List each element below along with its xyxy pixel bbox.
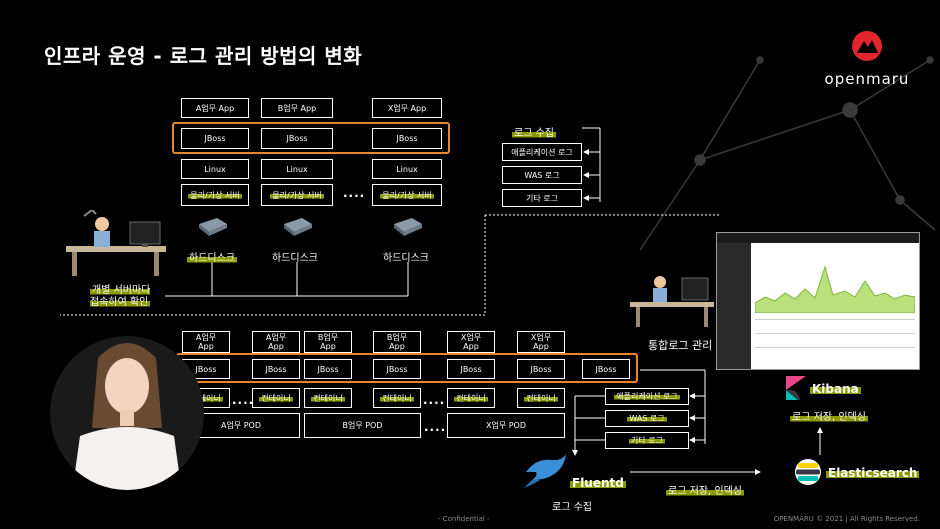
- top-jboss-b: JBoss: [261, 128, 333, 149]
- elasticsearch-label: Elasticsearch: [826, 466, 920, 480]
- kibana-icon: [786, 376, 806, 400]
- container-6-label: 컨테이너: [524, 393, 558, 403]
- pod-b: B업무 POD: [304, 413, 421, 438]
- bottom-jboss-6: JBoss: [517, 359, 565, 379]
- bottom-jboss-7: JBoss: [582, 359, 630, 379]
- container-5: 컨테이너: [447, 388, 495, 408]
- top-collect-label: 로그 수집: [512, 124, 556, 139]
- logo-text: openmaru: [824, 70, 910, 88]
- container-6: 컨테이너: [517, 388, 565, 408]
- top-linux-a: Linux: [181, 159, 249, 179]
- bottom-log-app: 애플리케이션 로그: [605, 388, 689, 405]
- store-caption: 로그 저장, 인덱싱: [666, 482, 744, 497]
- container-1-label: 컨테이너: [189, 393, 223, 403]
- top-log-app: 애플리케이션 로그: [502, 143, 582, 161]
- top-dots: ....: [343, 186, 366, 200]
- container-4: 컨테이너: [373, 388, 421, 408]
- top-app-x: X업무 App: [372, 98, 442, 118]
- container-dots-2: ....: [423, 393, 446, 407]
- bottom-log-was-text: WAS 로그: [627, 414, 667, 423]
- bottom-log-was: WAS 로그: [605, 410, 689, 427]
- dashboard-screenshot: [716, 232, 920, 370]
- container-4-label: 컨테이너: [380, 393, 414, 403]
- top-jboss-highlight: [172, 122, 450, 154]
- top-hw-b: 물리/가상 서버: [261, 184, 333, 206]
- presenter-photo: [50, 336, 204, 490]
- page-title: 인프라 운영 - 로그 관리 방법의 변화: [44, 44, 363, 68]
- disk-label-a: 하드디스크: [187, 249, 237, 264]
- container-2: 컨테이너: [252, 388, 300, 408]
- top-hw-x: 물리/가상 서버: [372, 184, 442, 206]
- top-log-was: WAS 로그: [502, 166, 582, 184]
- hard-disk-icon: [394, 218, 422, 236]
- copyright-label: OPENMARU © 2021 | All Rights Reserved.: [773, 515, 920, 523]
- top-app-a: A업무 App: [181, 98, 249, 118]
- kibana-label-text: Kibana: [810, 382, 861, 396]
- pod-x: X업무 POD: [447, 413, 565, 438]
- person-caption-text: 개별 서버마다 접속하여 확인: [90, 285, 151, 308]
- dashboard-topbar: [717, 233, 919, 243]
- pod-dots: ....: [424, 420, 447, 434]
- confidential-label: - Confidential -: [438, 515, 490, 523]
- bottom-log-etc: 기타 로그: [605, 432, 689, 449]
- disk-label-a-text: 하드디스크: [187, 253, 237, 264]
- top-hw-b-label: 물리/가상 서버: [270, 190, 324, 200]
- bottom-jboss-5: JBoss: [447, 359, 495, 379]
- container-2-label: 컨테이너: [259, 393, 293, 403]
- bottom-jboss-2: JBoss: [252, 359, 300, 379]
- elasticsearch-icon: [795, 459, 821, 485]
- top-linux-x: Linux: [372, 159, 442, 179]
- top-log-etc: 기타 로그: [502, 189, 582, 207]
- openmaru-logo: openmaru: [822, 28, 912, 88]
- bottom-jboss-4: JBoss: [373, 359, 421, 379]
- bottom-log-etc-text: 기타 로그: [629, 436, 665, 445]
- bottom-app-5: X업무 App: [447, 331, 495, 353]
- container-3-label: 컨테이너: [311, 393, 345, 403]
- bottom-log-app-text: 애플리케이션 로그: [614, 392, 680, 401]
- top-hw-x-label: 물리/가상 서버: [380, 190, 434, 200]
- top-hw-a: 물리/가상 서버: [181, 184, 249, 206]
- container-dots-1: ....: [232, 393, 255, 407]
- dashboard-chart: [755, 265, 915, 313]
- hard-disk-icon: [284, 218, 312, 236]
- elasticsearch-label-text: Elasticsearch: [826, 466, 920, 480]
- bottom-jboss-3: JBoss: [304, 359, 352, 379]
- disk-label-b: 하드디스크: [272, 253, 318, 264]
- store-caption-text: 로그 저장, 인덱싱: [666, 486, 744, 497]
- fluentd-caption: 로그 수집: [552, 502, 592, 513]
- disk-label-x: 하드디스크: [383, 253, 429, 264]
- container-3: 컨테이너: [304, 388, 352, 408]
- top-linux-b: Linux: [261, 159, 333, 179]
- hard-disk-icon: [199, 218, 227, 236]
- bottom-app-2: A업무 App: [252, 331, 300, 353]
- bottom-app-6: X업무 App: [517, 331, 565, 353]
- kibana-caption: 로그 저장, 인덱싱: [790, 408, 868, 423]
- top-app-b: B업무 App: [261, 98, 333, 118]
- fluentd-label: Fluentd: [570, 476, 626, 490]
- dashboard-sidebar: [717, 243, 751, 369]
- top-hw-a-label: 물리/가상 서버: [188, 190, 242, 200]
- top-jboss-x: JBoss: [372, 128, 442, 149]
- kibana-label: Kibana: [810, 382, 861, 396]
- integrated-caption: 통합로그 관리: [648, 339, 713, 352]
- operator-desk-illustration: [66, 210, 166, 276]
- bottom-app-4: B업무 App: [373, 331, 421, 353]
- kibana-caption-text: 로그 저장, 인덱싱: [790, 412, 868, 423]
- container-5-label: 컨테이너: [454, 393, 488, 403]
- mountain-logo-icon: [852, 31, 882, 61]
- bottom-app-1: A업무 App: [182, 331, 230, 353]
- integrated-operator-illustration: [630, 276, 714, 327]
- fluentd-bird-icon: [524, 454, 566, 488]
- top-jboss-a: JBoss: [181, 128, 249, 149]
- person-caption: 개별 서버마다 접속하여 확인: [90, 285, 151, 309]
- bottom-app-3: B업무 App: [304, 331, 352, 353]
- fluentd-label-text: Fluentd: [570, 476, 626, 490]
- top-collect-label-text: 로그 수집: [512, 128, 556, 139]
